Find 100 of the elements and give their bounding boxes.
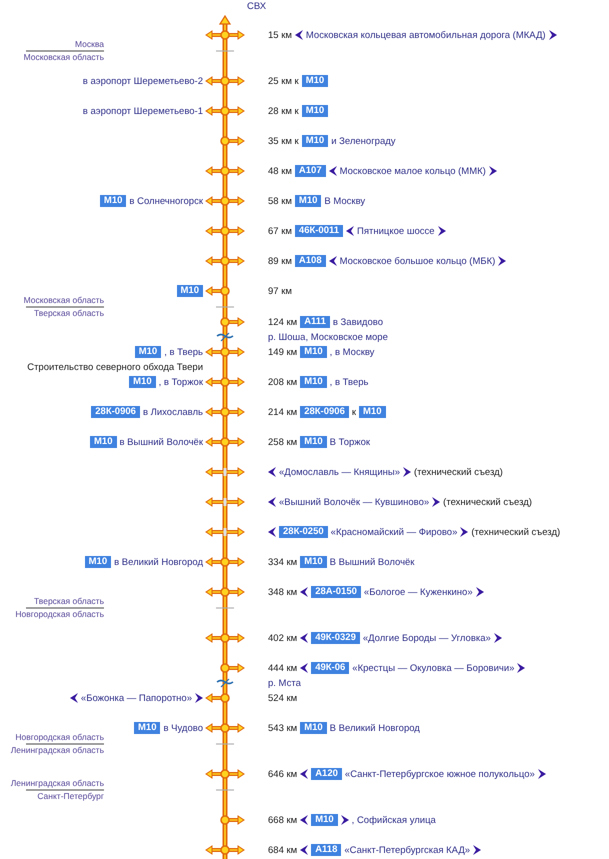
km-label: (технический съезд) [443, 496, 532, 508]
region-label: Москва [74, 39, 104, 49]
region-label: Ленинградская область [10, 745, 104, 755]
km-label: 28 км к [268, 106, 299, 116]
header-label: СВХ [247, 1, 266, 12]
destination-label: В Москву [324, 196, 366, 206]
km-label: 124 км [268, 316, 298, 328]
region-label: Тверская область [34, 308, 104, 318]
route-number: А118 [311, 844, 342, 856]
destination-label: «Долгие Бороды — Угловка» [362, 632, 491, 644]
route-number: М10 [302, 75, 328, 87]
route-number: А120 [311, 768, 342, 780]
route-number: 49К-0329 [311, 632, 360, 644]
km-label: 684 км [268, 844, 298, 856]
destination-label: , в Москву [330, 346, 374, 358]
km-label: 35 км к [268, 136, 299, 146]
km-label: 15 км [268, 30, 292, 40]
destination-label: р. Мста [268, 678, 301, 688]
route-number: 46К-0011 [294, 225, 344, 237]
destination-label: в Чудово [163, 722, 203, 734]
km-label: Строительство северного обхода Твери [27, 362, 203, 372]
km-label: 444 км [268, 662, 298, 674]
region-label: Новгородская область [15, 732, 104, 742]
route-number: А107 [294, 165, 326, 177]
destination-label: в Солнечногорск [129, 196, 203, 206]
km-label: 543 км [268, 722, 298, 734]
km-label: 524 км [268, 692, 298, 704]
destination-label: Московская кольцевая автомобильная дорога (МКАД) [306, 30, 546, 40]
destination-label: , в Тверь [164, 346, 203, 358]
route-number: М10 [300, 346, 327, 358]
route-number: А108 [294, 255, 326, 267]
route-number: М10 [100, 195, 126, 207]
route-number: М10 [129, 376, 156, 388]
km-label: 348 км [268, 586, 298, 598]
route-number: 49К-06 [311, 662, 350, 674]
route-number: М10 [300, 376, 327, 388]
destination-label: В Вышний Волочёк [330, 556, 414, 568]
route-number: М10 [302, 135, 328, 147]
destination-label: «Вышний Волочёк — Кувшиново» [279, 496, 430, 508]
km-label: (технический съезд) [414, 466, 503, 478]
km-label: (технический съезд) [471, 526, 560, 538]
region-label: Санкт-Петербург [37, 791, 104, 801]
destination-label: в аэропорт Шереметьево-1 [82, 106, 203, 116]
route-number: М10 [90, 436, 116, 448]
route-number: М10 [300, 722, 327, 734]
destination-label: В Великий Новгород [330, 722, 420, 734]
km-label: 89 км [268, 256, 292, 266]
destination-label: «Красномайский — Фирово» [330, 526, 458, 538]
route-number: М10 [84, 556, 112, 568]
destination-label: в Лихославль [142, 406, 203, 418]
route-number: 28А-0150 [311, 586, 361, 598]
km-label: 97 км [268, 286, 292, 296]
destination-label: в Вышний Волочёк [120, 436, 203, 448]
route-number: М10 [300, 556, 327, 568]
destination-label: «Божонка — Папоротно» [80, 692, 192, 704]
route-number: М10 [176, 285, 203, 297]
route-number: 28К-0906 [300, 406, 349, 418]
destination-label: в Великий Новгород [114, 556, 203, 568]
km-label: 214 км [268, 406, 298, 418]
destination-label: «Бологое — Куженкино» [364, 586, 473, 598]
destination-label: «Крестцы — Окуловка — Боровичи» [352, 662, 514, 674]
region-label: Тверская область [34, 596, 104, 606]
destination-label: р. Шоша, Московское море [268, 332, 388, 342]
destination-label: в аэропорт Шереметьево-2 [82, 76, 203, 86]
km-label: 334 км [268, 556, 298, 568]
destination-label: в Завидово [332, 316, 383, 328]
destination-label: , Софийская улица [352, 814, 436, 826]
region-label: Новгородская область [15, 609, 104, 619]
route-number: 28К-0906 [91, 406, 140, 418]
km-label: 402 км [268, 632, 298, 644]
destination-label: В Торжок [330, 436, 370, 448]
route-number: М10 [302, 105, 328, 117]
km-label: к [352, 406, 356, 418]
km-label: 58 км [268, 196, 292, 206]
destination-label: , в Торжок [158, 376, 203, 388]
destination-label: «Санкт-Петербургская КАД» [344, 844, 470, 856]
route-number: М10 [359, 406, 386, 418]
km-label: 646 км [268, 768, 298, 780]
route-number: А111 [300, 316, 330, 328]
route-number: М10 [134, 346, 162, 358]
destination-label: Московское большое кольцо (МБК) [340, 256, 496, 266]
km-label: 668 км [268, 814, 298, 826]
km-label: 149 км [268, 346, 298, 358]
route-number: М10 [134, 722, 160, 734]
destination-label: и Зеленограду [331, 136, 396, 146]
km-label: 208 км [268, 376, 298, 388]
destination-label: «Санкт-Петербургское южное полукольцо» [344, 768, 535, 780]
destination-label: «Домославль — Княщины» [279, 466, 400, 478]
destination-label: Московское малое кольцо (ММК) [340, 166, 486, 176]
region-label: Ленинградская область [10, 778, 104, 788]
km-label: 67 км [268, 226, 292, 236]
route-number: М10 [300, 436, 327, 448]
region-label: Московская область [24, 52, 104, 62]
route-number: 28К-0250 [279, 526, 328, 538]
km-label: 48 км [268, 166, 292, 176]
destination-label: Пятницкое шоссе [357, 226, 435, 236]
route-number: М10 [311, 814, 338, 826]
km-label: 258 км [268, 436, 298, 448]
route-number: М10 [294, 195, 322, 207]
destination-label: , в Тверь [330, 376, 368, 388]
